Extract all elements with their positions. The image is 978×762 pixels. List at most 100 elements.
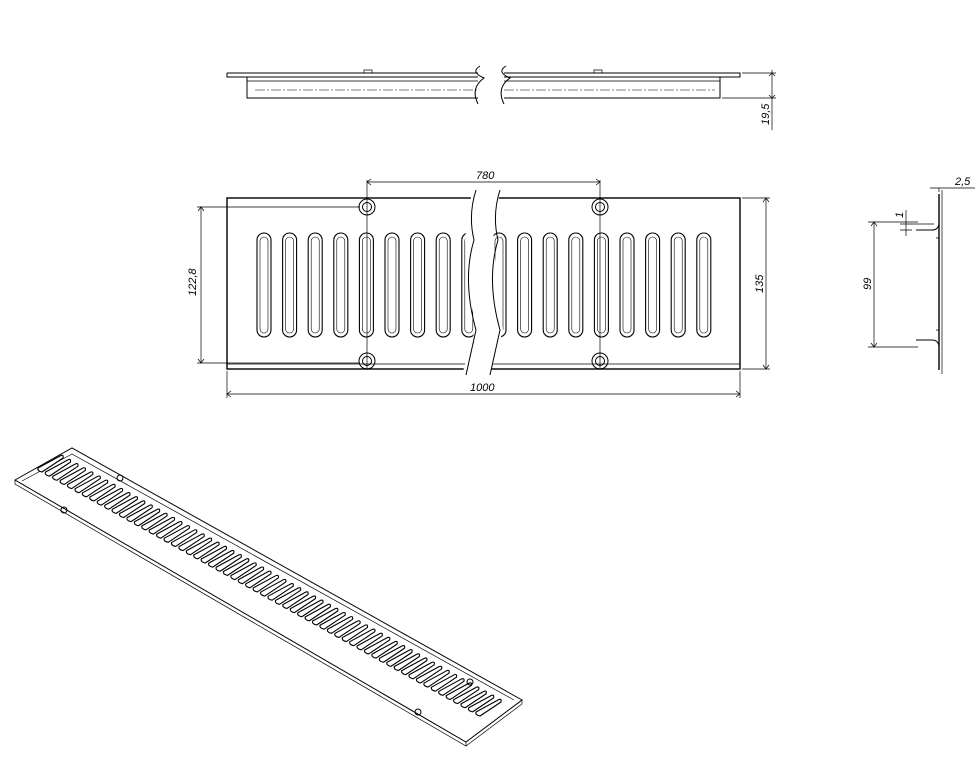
iso-slot [371, 640, 398, 659]
iso-slot [356, 632, 383, 651]
iso-slot [133, 508, 161, 527]
slots-left [256, 232, 477, 338]
iso-slot [111, 496, 138, 514]
slot [645, 232, 661, 338]
iso-slot [297, 599, 324, 618]
slot [696, 232, 712, 338]
iso-slot [81, 479, 109, 498]
dim-outer-height: 135 [754, 274, 766, 293]
iso-slot [126, 504, 153, 523]
iso-slot [363, 636, 391, 655]
iso-slot [118, 500, 146, 519]
iso-slot [326, 616, 354, 634]
iso-slot [37, 454, 64, 473]
slot [256, 232, 272, 338]
slot [517, 232, 533, 338]
iso-slot [274, 587, 302, 605]
iso-slot [319, 611, 346, 630]
isometric-view [13, 447, 523, 747]
slots-right [491, 232, 712, 338]
slot-inner [699, 236, 709, 334]
iso-slot [156, 520, 183, 539]
top-edge-view: 19,5 [226, 65, 776, 130]
slot-inner [310, 236, 320, 334]
slot-inner [362, 236, 371, 334]
iso-slot [341, 624, 369, 643]
iso-slot [460, 690, 487, 709]
dim-inner-height: 122,8 [187, 268, 199, 296]
iso-slot [349, 628, 376, 647]
slot [619, 232, 635, 338]
iso-slot [185, 537, 213, 556]
iso-slot [423, 669, 450, 688]
slot-inner [571, 236, 581, 334]
iso-slot [89, 483, 116, 502]
iso-slot [438, 678, 465, 696]
iso-slot [170, 529, 198, 548]
dim-top-height: 19,5 [760, 103, 772, 125]
iso-slot [401, 657, 428, 676]
slot [333, 232, 349, 338]
iso-slot [222, 558, 250, 576]
slot [670, 232, 686, 338]
iso-slot [393, 653, 421, 672]
iso-slot [245, 570, 272, 589]
iso-slot [430, 673, 458, 692]
slot [384, 232, 400, 338]
isometric-slots [37, 454, 502, 717]
iso-slot [96, 487, 124, 506]
slot-inner [259, 236, 269, 334]
dim-side-thickness: 2,5 [954, 176, 971, 188]
iso-slot [193, 541, 220, 560]
slot [307, 232, 323, 338]
slot-inner [285, 236, 294, 334]
slot-inner [597, 236, 606, 334]
iso-slot [215, 554, 242, 572]
slot [593, 232, 609, 338]
iso-slot [453, 686, 480, 705]
slot-inner [387, 236, 397, 334]
dim-length: 1000 [470, 382, 495, 394]
iso-slot [200, 545, 228, 564]
iso-slot [467, 694, 495, 713]
iso-slot [104, 492, 131, 510]
iso-slot [304, 603, 331, 622]
dim-side-height: 99 [862, 278, 874, 290]
dim-side-step: 1 [894, 212, 906, 218]
front-view: 780 122,8 135 1000 [187, 170, 770, 398]
iso-slot [52, 463, 79, 481]
iso-slot [475, 698, 502, 717]
iso-slot [445, 682, 473, 701]
slot [568, 232, 584, 338]
slot [410, 232, 426, 338]
iso-slot [74, 475, 101, 494]
iso-slot [408, 661, 435, 680]
iso-slot [311, 607, 339, 626]
iso-slot [163, 525, 190, 543]
iso-slot [260, 578, 287, 597]
iso-slot [148, 516, 176, 535]
slot-inner [673, 236, 683, 334]
slot-inner [622, 236, 632, 334]
iso-slot [59, 467, 87, 485]
slot-inner [413, 236, 422, 334]
slot-inner [336, 236, 346, 334]
slot [542, 232, 558, 338]
slot-inner [520, 236, 529, 334]
iso-slot [386, 649, 413, 667]
iso-slot [66, 471, 94, 490]
iso-slot [237, 566, 265, 585]
slot-inner [545, 236, 555, 334]
mounting-holes [358, 180, 609, 370]
iso-slot [334, 620, 361, 639]
iso-slot [282, 591, 309, 610]
slot-inner [438, 236, 448, 334]
dim-hole-spacing: 780 [476, 170, 495, 182]
iso-slot [415, 665, 443, 684]
iso-slot [252, 574, 280, 593]
iso-slot [289, 595, 317, 614]
iso-slot [44, 458, 72, 477]
iso-slot [141, 512, 168, 531]
slot-inner [648, 236, 657, 334]
